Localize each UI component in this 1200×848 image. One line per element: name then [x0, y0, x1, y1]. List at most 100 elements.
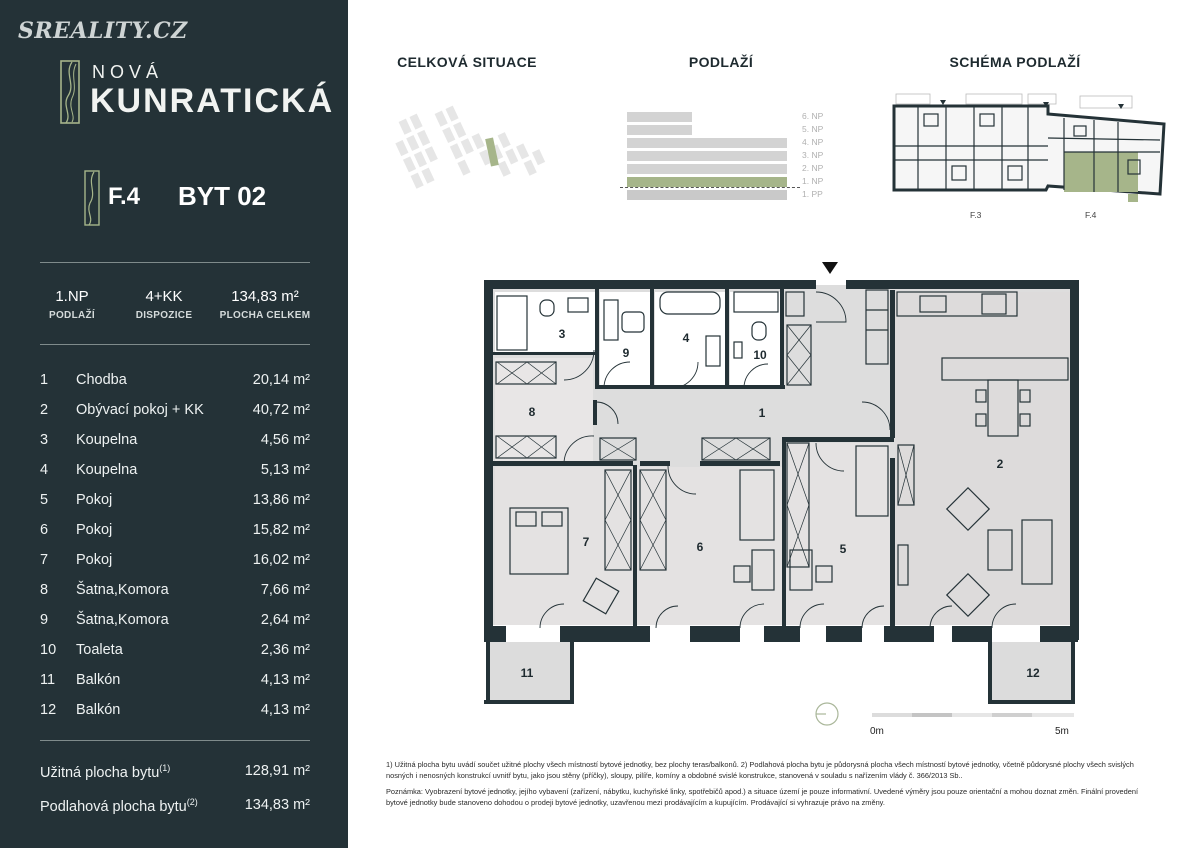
plan-label-6: 6: [697, 540, 704, 554]
floor-label: 2. NP: [802, 163, 824, 173]
room-number: 8: [40, 582, 49, 598]
room-number: 11: [40, 672, 56, 688]
room-area: 4,13 m²: [260, 672, 310, 688]
room-name: Chodba: [76, 372, 127, 388]
divider: [40, 344, 310, 345]
usable-area-value: 128,91 m²: [244, 763, 310, 779]
room-row: 2 Obývací pokoj + KK 40,72 m²: [40, 398, 310, 428]
floor-bar: [627, 125, 692, 135]
building-highlight: [485, 137, 499, 167]
floors-title: PODLAŽÍ: [688, 54, 754, 70]
room-name: Balkón: [76, 702, 121, 718]
room-area: 2,64 m²: [260, 612, 310, 628]
room-number: 2: [40, 402, 49, 418]
room-name: Toaleta: [76, 642, 123, 658]
schema-label-right: F.4: [1085, 210, 1097, 220]
scale-bar: [872, 713, 1074, 717]
room-3-floor: [495, 292, 595, 352]
plan-label-11: 11: [521, 666, 534, 680]
summary-floor: 1.NP PODLAŽÍ: [22, 288, 122, 321]
room-area: 40,72 m²: [252, 402, 310, 418]
plan-label-1: 1: [759, 406, 766, 420]
divider: [40, 740, 310, 741]
bathtub-icon: [659, 291, 721, 315]
divider: [40, 262, 310, 263]
dining-table: [987, 379, 1019, 437]
shower-icon: [496, 295, 528, 351]
floor-label: 4. NP: [802, 137, 824, 147]
entrance-arrow-icon: [822, 262, 838, 274]
room-area: 4,56 m²: [260, 432, 310, 448]
project-name-line2: KUNRATICKÁ: [90, 82, 335, 120]
floor-bar-active: [627, 177, 787, 187]
room-5-floor: [786, 443, 890, 625]
floor-bar: [627, 164, 787, 174]
room-area: 20,14 m²: [252, 372, 310, 388]
kitchen-counter: [896, 291, 1018, 317]
plan-label-4: 4: [683, 331, 690, 345]
summary-label: DISPOZICE: [135, 310, 193, 321]
plan-label-8: 8: [529, 405, 536, 419]
floor-bar: [627, 190, 787, 200]
usable-area-label: Užitná plocha bytu(1): [40, 763, 171, 781]
plan-label-5: 5: [840, 542, 847, 556]
room-2-floor: [895, 292, 1070, 625]
floors-diagram: 6. NP 5. NP 4. NP 3. NP 2. NP 1. NP 1. P…: [620, 108, 830, 208]
plan-label-12: 12: [1026, 666, 1040, 680]
room-name: Obývací pokoj + KK: [76, 402, 204, 418]
room-area: 15,82 m²: [252, 522, 310, 538]
summary-value: 134,83 m²: [231, 288, 299, 305]
floor-plan: 1 2 3 4 5 6 7 8 9 10 11 12 0m 5m: [484, 262, 1079, 737]
balcony-12-floor: [988, 642, 1075, 702]
room-name: Šatna,Komora: [76, 612, 169, 628]
room-6-floor: [637, 467, 782, 625]
room-name: Pokoj: [76, 522, 113, 538]
unit-title: BYT 02: [178, 181, 267, 211]
project-name-line1: NOVÁ: [92, 62, 164, 82]
room-row: 12 Balkón 4,13 m²: [40, 698, 310, 728]
sofa: [1021, 519, 1053, 585]
footnote-areas: 1) Užitná plocha bytu uvádí součet užitn…: [386, 760, 1134, 780]
double-bed: [509, 507, 569, 575]
room-name: Šatna,Komora: [76, 582, 169, 598]
room-number: 5: [40, 492, 49, 508]
portal-watermark: SREALITY.CZ: [18, 18, 188, 44]
room-number: 7: [40, 552, 49, 568]
floor-label: 5. NP: [802, 124, 824, 134]
room-number: 12: [40, 702, 57, 718]
room-number: 3: [40, 432, 49, 448]
room-number: 6: [40, 522, 49, 538]
plan-label-3: 3: [559, 327, 566, 341]
scale-start: 0m: [870, 726, 884, 737]
floor-area-label: Podlahová plocha bytu(2): [40, 797, 198, 815]
schema-label-left: F.3: [970, 210, 982, 220]
project-logo-icon: [60, 60, 80, 124]
floor-bar: [627, 138, 787, 148]
toilet-icon: [751, 321, 767, 341]
site-situation-map: [395, 105, 546, 189]
situation-title: CELKOVÁ SITUACE: [397, 54, 537, 70]
floor-label: 3. NP: [802, 150, 824, 160]
room-number: 10: [40, 642, 57, 658]
summary-layout: 4+KK DISPOZICE: [114, 288, 214, 321]
room-area: 13,86 m²: [252, 492, 310, 508]
footnotes: 1) Užitná plocha bytu uvádí součet užitn…: [386, 760, 1158, 814]
floor-label: 1. NP: [802, 176, 824, 186]
balcony-11-floor: [486, 642, 574, 702]
floor-schema: F.3 F.4: [892, 93, 1166, 220]
schema-title: SCHÉMA PODLAŽÍ: [949, 54, 1081, 70]
footnote-disclaimer: Poznámka: Vyobrazení bytové jednotky, je…: [386, 787, 1139, 807]
room-area: 4,13 m²: [260, 702, 310, 718]
room-number: 4: [40, 462, 49, 478]
summary-label: PLOCHA CELKEM: [219, 310, 311, 321]
